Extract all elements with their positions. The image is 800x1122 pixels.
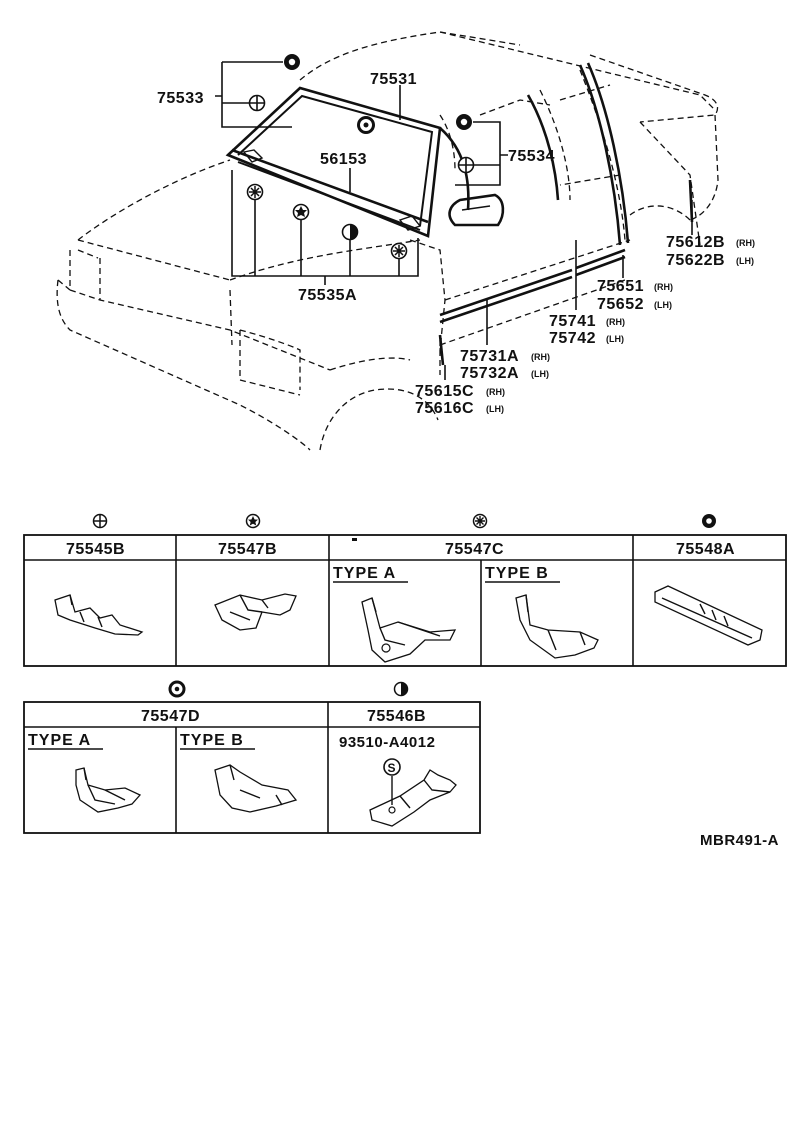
callout-75616C-side: (LH) <box>486 404 504 414</box>
part-75547D: 75547D <box>141 708 200 725</box>
part-75546B: 75546B <box>367 708 426 725</box>
callout-75615C: 75615C <box>415 383 474 400</box>
callout-75741-side: (RH) <box>606 317 625 327</box>
windshield-molding <box>225 62 694 366</box>
callout-75533: 75533 <box>157 90 204 107</box>
callout-75652: 75652 <box>597 296 644 313</box>
clip-drawing-75547C-type-a <box>361 597 457 663</box>
plus-circle-icon <box>92 513 108 529</box>
callout-75652-side: (LH) <box>654 300 672 310</box>
type-b-label-75547C: TYPE B <box>485 565 549 582</box>
clip-drawing-75546B <box>369 769 457 827</box>
clip-table-1: 75545B 75547B 75547C 75548A TYPE A TYPE … <box>23 513 787 667</box>
part-75547B: 75547B <box>218 541 277 558</box>
type-a-label-75547C: TYPE A <box>333 565 396 582</box>
callout-75741: 75741 <box>549 313 596 330</box>
solid-ring-icon <box>702 514 716 528</box>
callout-75651-side: (RH) <box>654 282 673 292</box>
callout-75742: 75742 <box>549 330 596 347</box>
clip-drawing-75548A <box>654 585 763 646</box>
callout-75732A: 75732A <box>460 365 519 382</box>
screw-symbol-letter: S <box>388 761 396 775</box>
asterisk-circle-icon <box>472 513 488 529</box>
screw-symbol-icon: S <box>383 758 401 776</box>
type-b-label-75547D: TYPE B <box>180 732 244 749</box>
part-75548A: 75548A <box>676 541 735 558</box>
diagram-reference-code: MBR491-A <box>700 832 779 849</box>
truck-outline <box>56 31 719 451</box>
part-75545B: 75545B <box>66 541 125 558</box>
type-a-label-75547D: TYPE A <box>28 732 91 749</box>
callout-75622B: 75622B <box>666 252 725 269</box>
clip-table-2: 75547D 75546B TYPE A TYPE B 93510-A4012 … <box>23 680 481 834</box>
callout-75535A: 75535A <box>298 287 357 304</box>
callout-75612B: 75612B <box>666 234 725 251</box>
clip-drawing-75547D-type-a <box>75 767 142 813</box>
callout-75731A-side: (RH) <box>531 352 550 362</box>
clip-drawing-75547D-type-b <box>214 764 298 813</box>
callout-75622B-side: (LH) <box>736 256 754 266</box>
callout-75742-side: (LH) <box>606 334 624 344</box>
callout-56153: 56153 <box>320 151 367 168</box>
callout-labels: 75533 75531 56153 75534 75535A 75612B (R… <box>157 71 755 417</box>
half-circle-icon <box>393 681 409 697</box>
double-ring-icon <box>168 680 186 698</box>
clip-drawing-75547B <box>214 593 297 631</box>
screw-part-number: 93510-A4012 <box>339 734 435 751</box>
callout-75612B-side: (RH) <box>736 238 755 248</box>
callout-75651: 75651 <box>597 278 644 295</box>
leader-lines <box>215 61 693 380</box>
clip-drawing-75545B <box>54 594 144 636</box>
star-circle-icon <box>245 513 261 529</box>
part-75547C: 75547C <box>445 541 504 558</box>
clip-drawing-75547C-type-b <box>515 594 599 659</box>
callout-75615C-side: (RH) <box>486 387 505 397</box>
callout-75732A-side: (LH) <box>531 369 549 379</box>
callout-75531: 75531 <box>370 71 417 88</box>
callout-75616C: 75616C <box>415 400 474 417</box>
callout-75731A: 75731A <box>460 348 519 365</box>
callout-75534: 75534 <box>508 148 555 165</box>
clip-symbols-on-truck <box>246 54 475 260</box>
